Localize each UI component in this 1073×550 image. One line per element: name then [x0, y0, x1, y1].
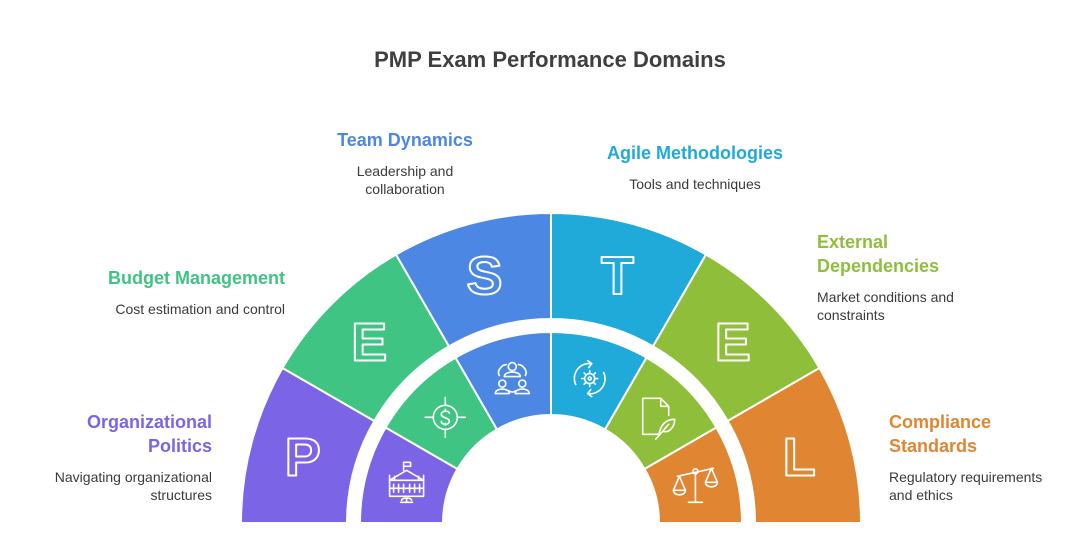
description-external-dependencies: Market conditions and constraints — [817, 289, 954, 323]
label-external-dependencies: External Dependencies Market conditions … — [817, 230, 1057, 324]
label-organizational-politics: Organizational Politics Navigating organ… — [0, 410, 212, 504]
balance-scale-icon — [672, 467, 719, 504]
inner-segment-compliance-standards — [643, 426, 744, 524]
heading-agile-methodologies: Agile Methodologies — [606, 143, 783, 163]
outer-segment-compliance-standards — [726, 366, 863, 524]
heading-compliance-standards: Compliance Standards — [889, 412, 992, 456]
letter-e-external-dependencies: E — [715, 312, 751, 372]
letter-t-agile-methodologies: T — [601, 246, 634, 306]
icons — [388, 359, 719, 504]
label-budget-management: Budget Management Cost estimation and co… — [45, 266, 285, 318]
label-agile-methodologies: Agile Methodologies Tools and techniques — [585, 141, 805, 193]
outer-ring — [239, 211, 863, 524]
letter-p-organizational-politics: P — [285, 427, 321, 487]
heading-team-dynamics: Team Dynamics — [337, 130, 473, 150]
letter-s-team-dynamics: S — [466, 246, 502, 306]
diagram-title: PMP Exam Performance Domains — [374, 47, 726, 72]
description-compliance-standards: Regulatory requirements and ethics — [889, 469, 1043, 503]
dollar-target-icon — [424, 396, 467, 439]
heading-external-dependencies: External Dependencies — [817, 232, 940, 276]
heading-organizational-politics: Organizational Politics — [86, 412, 212, 456]
gear-cycle-icon — [573, 359, 606, 398]
description-team-dynamics: Leadership and collaboration — [356, 163, 454, 197]
description-agile-methodologies: Tools and techniques — [629, 176, 761, 192]
team-collaboration-icon — [494, 361, 531, 395]
document-leaf-icon — [641, 397, 676, 441]
letter-e-budget-management: E — [351, 312, 387, 372]
label-compliance-standards: Compliance Standards Regulatory requirem… — [889, 410, 1069, 504]
description-budget-management: Cost estimation and control — [115, 301, 285, 317]
description-organizational-politics: Navigating organizational structures — [54, 469, 212, 503]
government-building-icon — [388, 461, 425, 504]
label-team-dynamics: Team Dynamics Leadership and collaborati… — [305, 128, 505, 198]
letter-l-compliance-standards: L — [783, 427, 816, 487]
heading-budget-management: Budget Management — [107, 268, 285, 288]
